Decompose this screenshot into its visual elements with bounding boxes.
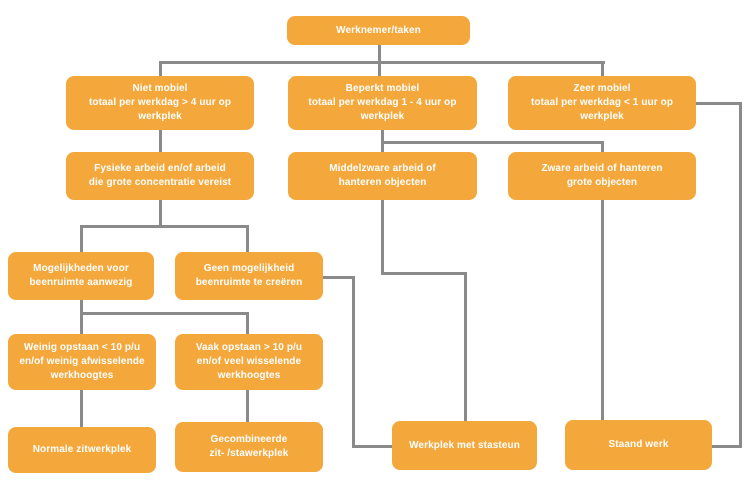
- node-zeer-mobiel: Zeer mobiel totaal per werkdag < 1 uur o…: [508, 76, 696, 130]
- connector-segment: [601, 62, 604, 76]
- node-niet-mobiel: Niet mobiel totaal per werkdag > 4 uur o…: [66, 76, 254, 130]
- connector-segment: [159, 61, 605, 64]
- connector-segment: [159, 62, 162, 76]
- node-weinig-opstaan: Weinig opstaan < 10 p/u en/of weinig afw…: [8, 334, 156, 390]
- connector-segment: [378, 45, 381, 76]
- node-gecombineerde-zit-stawerkplek: Gecombineerde zit- /stawerkplek: [175, 422, 323, 472]
- node-werkplek-met-stasteun: Werkplek met stasteun: [392, 421, 537, 470]
- connector-segment: [80, 312, 249, 315]
- node-middelzware-arbeid: Middelzware arbeid of hanteren objecten: [288, 152, 477, 200]
- connector-segment: [159, 130, 162, 152]
- connector-segment: [352, 276, 355, 448]
- connector-segment: [381, 200, 384, 273]
- connector-segment: [159, 200, 162, 226]
- connector-segment: [80, 226, 83, 252]
- connector-segment: [80, 225, 249, 228]
- connector-segment: [323, 276, 355, 279]
- connector-segment: [246, 313, 249, 334]
- connector-segment: [352, 445, 393, 448]
- connector-segment: [601, 141, 604, 152]
- connector-segment: [739, 102, 742, 448]
- node-zware-arbeid: Zware arbeid of hanteren grote objecten: [508, 152, 696, 200]
- node-staand-werk: Staand werk: [565, 420, 712, 470]
- node-beperkt-mobiel: Beperkt mobiel totaal per werkdag 1 - 4 …: [288, 76, 477, 130]
- node-mogelijkheden-beenruimte: Mogelijkheden voor beenruimte aanwezig: [8, 252, 154, 300]
- connector-segment: [80, 390, 83, 427]
- connector-segment: [381, 141, 604, 144]
- connector-segment: [80, 300, 83, 313]
- node-vaak-opstaan: Vaak opstaan > 10 p/u en/of veel wissele…: [175, 334, 323, 390]
- connector-segment: [381, 272, 467, 275]
- connector-segment: [246, 226, 249, 252]
- node-geen-mogelijkheid: Geen mogelijkheid beenruimte te creëren: [175, 252, 323, 300]
- connector-segment: [246, 390, 249, 422]
- connector-segment: [696, 102, 742, 105]
- node-fysieke-arbeid: Fysieke arbeid en/of arbeid die grote co…: [66, 152, 254, 200]
- connector-segment: [80, 313, 83, 334]
- connector-segment: [464, 272, 467, 422]
- node-werknemer-taken: Werknemer/taken: [287, 16, 470, 45]
- node-normale-zitwerkplek: Normale zitwerkplek: [8, 427, 156, 473]
- connector-segment: [601, 200, 604, 420]
- connector-segment: [711, 445, 742, 448]
